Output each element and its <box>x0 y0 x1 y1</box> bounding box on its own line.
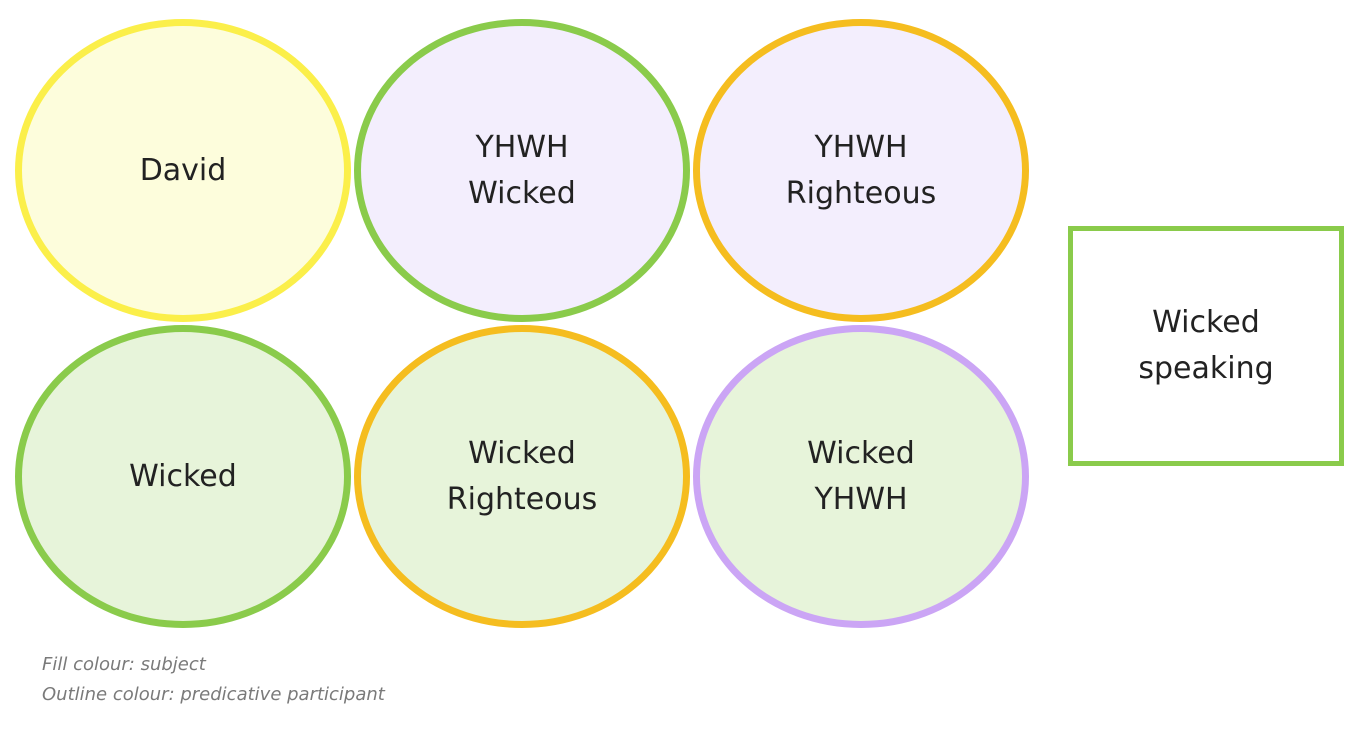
node-wicked-yhwh: Wicked YHWH <box>693 325 1029 628</box>
node-line: Wicked <box>129 458 237 494</box>
node-line: David <box>139 152 227 188</box>
legend-outline-text: Outline colour: predicative participant <box>42 684 385 705</box>
node-wicked-righteous: Wicked Righteous <box>354 325 690 628</box>
node-david: David <box>15 19 351 322</box>
node-line: Wicked <box>807 435 915 471</box>
legend-fill-text: Fill colour: subject <box>42 654 206 675</box>
node-line: Wicked <box>468 435 576 471</box>
node-yhwh-wicked: YHWH Wicked <box>354 19 690 322</box>
node-yhwh-righteous: YHWH Righteous <box>693 19 1029 322</box>
node-line: YHWH <box>814 481 908 517</box>
box-line: speaking <box>1138 351 1274 386</box>
node-line: YHWH <box>814 129 908 165</box>
node-line: Righteous <box>785 175 937 211</box>
node-line: Wicked <box>468 175 576 211</box>
node-line: YHWH <box>475 129 569 165</box>
node-wicked: Wicked <box>15 325 351 628</box>
wicked-speaking-box: Wicked speaking <box>1068 226 1344 466</box>
node-line: Righteous <box>446 481 598 517</box>
box-line: Wicked <box>1152 305 1260 340</box>
